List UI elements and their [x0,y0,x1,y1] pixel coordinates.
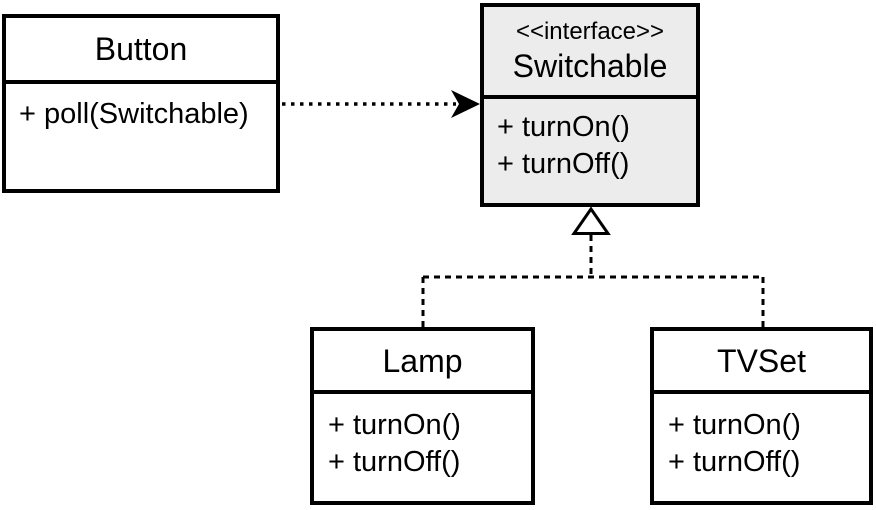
filled-arrowhead-icon [451,90,480,118]
class-name-button: Button [94,31,188,67]
class-methods-switchable: + turnOn() + turnOff() [484,99,696,203]
class-methods-lamp: + turnOn() + turnOff() [314,394,531,501]
class-header-lamp: Lamp [314,331,531,394]
dependency-button-to-switchable [282,90,480,118]
method-label: + turnOff() [668,446,801,478]
method-label: + poll(Switchable) [19,98,249,130]
method-label: + turnOff() [497,148,630,180]
class-box-tvset: TVSet + turnOn() + turnOff() [650,327,873,505]
class-name-tvset: TVSet [717,342,806,379]
class-name-lamp: Lamp [382,342,463,379]
interface-box-switchable: <<interface>> Switchable + turnOn() + tu… [480,3,700,207]
class-header-switchable: <<interface>> Switchable [484,7,696,99]
class-box-button: Button + poll(Switchable) [2,14,280,193]
class-header-tvset: TVSet [654,331,869,394]
realization-lamp-tvset-to-switchable [421,206,765,329]
method-label: + turnOn() [497,111,630,143]
method-label: + turnOn() [668,409,801,441]
class-methods-tvset: + turnOn() + turnOff() [654,394,869,501]
class-name-switchable: Switchable [512,48,668,84]
interface-stereotype: <<interface>> [515,18,665,45]
class-header-button: Button [6,18,276,84]
class-box-lamp: Lamp + turnOn() + turnOff() [310,327,535,505]
hollow-triangle-icon [571,206,611,235]
class-methods-button: + poll(Switchable) [6,84,276,189]
method-label: + turnOn() [328,409,461,441]
method-label: + turnOff() [328,446,461,478]
